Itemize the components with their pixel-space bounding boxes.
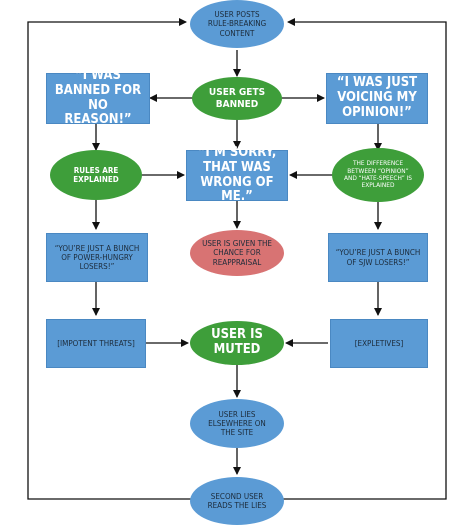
node-lies: User lies elsewhere on the site [190, 399, 284, 448]
node-sjw-losers: “You’re just a bunch of SJW losers!” [328, 233, 428, 282]
node-threats: [Impotent threats] [46, 319, 146, 368]
node-apology: “I’m sorry, that was wrong of me.” [186, 145, 288, 204]
loop-right [282, 18, 447, 500]
node-second-user: Second user reads the lies [190, 477, 284, 525]
node-user-muted: User is muted [190, 321, 284, 365]
node-start: User posts rule-breaking content [190, 0, 284, 48]
node-banned-claim: “I was banned for no reason!” [46, 68, 150, 127]
node-reappraisal: User is given the chance for reappraisal [190, 230, 284, 276]
node-opinion-claim: “I was just voicing my opinion!” [326, 73, 428, 124]
node-expletives: [Expletives] [330, 319, 428, 368]
node-user-banned: User gets banned [192, 77, 282, 120]
node-difference-explained: The difference between “opinion” and “ha… [332, 148, 424, 202]
node-power-losers: “You’re just a bunch of power-hungry los… [46, 233, 148, 282]
node-rules-explained: Rules are explained [50, 150, 142, 200]
loop-left [27, 18, 192, 500]
